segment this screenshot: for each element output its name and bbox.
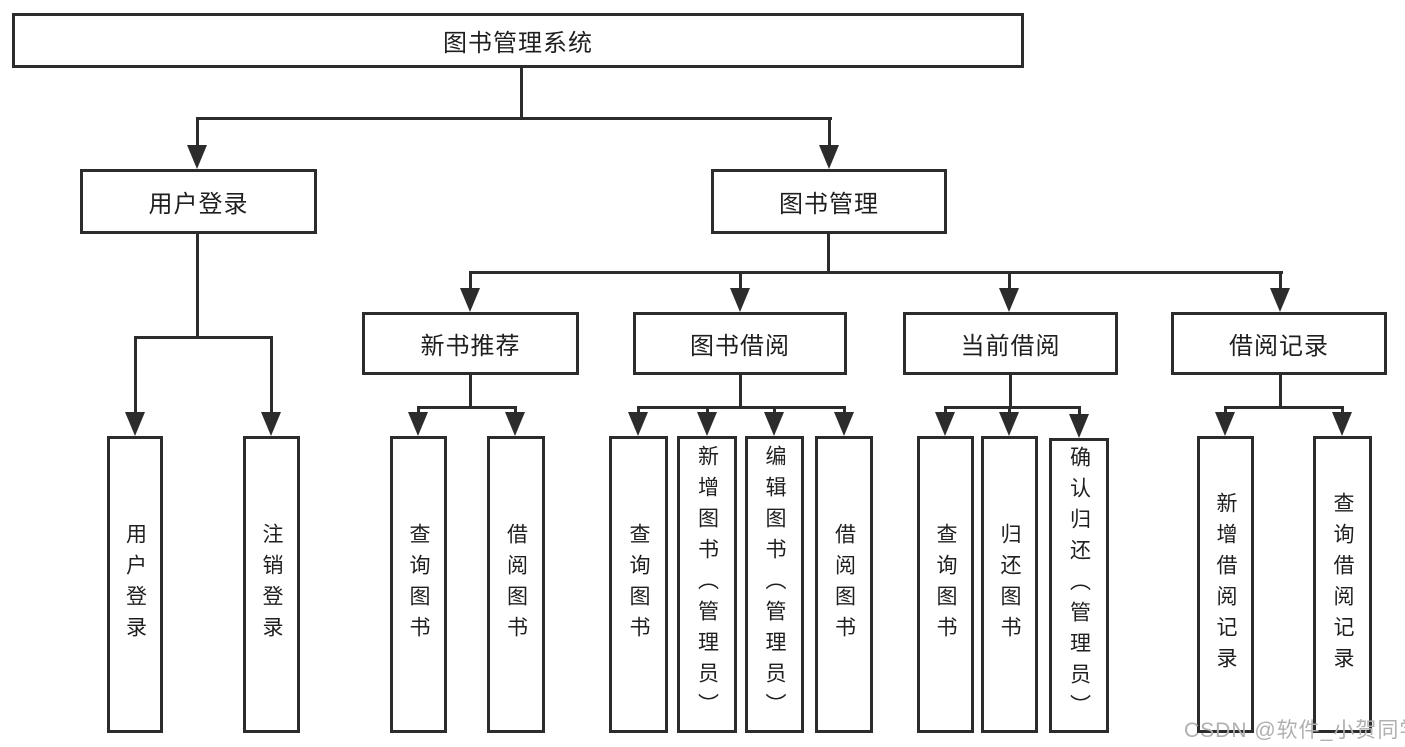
node-current-borrow: 当前借阅 [903,312,1118,375]
edge-shaft [270,336,273,416]
edge-user-login-drop-line [196,234,199,339]
edge-to-user-login-shaft [196,117,199,147]
edge-shaft [1078,406,1081,416]
leaf-query-borrow-record: 查询借阅记录 [1313,436,1372,733]
arrow-down-icon [819,145,839,169]
leaf-query-books: 查询图书 [390,436,447,733]
arrow-down-icon [834,412,854,436]
edge-shaft [706,406,709,416]
leaf-query-books: 查询图书 [917,436,974,733]
edge-shaft [469,271,472,292]
node-label: 新书推荐 [420,333,521,360]
node-label: 用户登录 [148,191,249,218]
arrow-down-icon [1332,412,1352,436]
node-label: 查询图书 [407,522,430,647]
node-label: 借阅图书 [504,522,528,647]
arrow-down-icon [261,412,281,436]
arrow-down-icon [1270,288,1290,312]
node-label: 借阅记录 [1229,333,1329,360]
arrow-down-icon [1069,414,1089,438]
leaf-logout: 注销登录 [243,436,300,733]
leaf-add-books-admin: 新增图书（管理员） [677,436,737,733]
edge-split-line [944,406,1080,409]
arrow-down-icon [764,412,784,436]
node-new-book-recommend: 新书推荐 [362,312,579,375]
edge-user-login-split-line [134,336,273,339]
edge-root-split-line [196,117,832,120]
node-label: 新增图书（管理员） [695,445,719,724]
leaf-borrow-books: 借阅图书 [815,436,873,733]
arrow-down-icon [125,412,145,436]
edge-shaft [1279,271,1282,292]
node-label: 归还图书 [998,522,1021,647]
leaf-borrow-books: 借阅图书 [487,436,545,733]
arrow-down-icon [999,288,1019,312]
node-user-login: 用户登录 [80,169,317,234]
edge-shaft [1341,406,1344,416]
edge-shaft [843,406,846,416]
node-label: 编辑图书（管理员） [763,445,786,724]
edge-drop-line [469,375,472,409]
arrow-down-icon [697,412,717,436]
csdn-watermark: CSDN @软件_小贺同学 [1184,719,1405,742]
arrow-down-icon [187,145,207,169]
edge-shaft [1224,406,1227,416]
arrow-down-icon [628,412,648,436]
edge-book-mgmt-drop-line [827,234,830,274]
edge-shaft [739,271,742,292]
leaf-query-books: 查询图书 [609,436,668,733]
leaf-add-borrow-record: 新增借阅记录 [1197,436,1254,733]
edge-drop-line [1009,375,1012,409]
edge-shaft [637,406,640,416]
edge-shaft [773,406,776,416]
edge-shaft [514,406,517,416]
arrow-down-icon [460,288,480,312]
edge-split-line [1224,406,1344,409]
node-label: 查询图书 [934,522,957,647]
node-label: 借阅图书 [832,522,856,647]
edge-shaft [944,406,947,416]
edge-book-mgmt-split-line [469,271,1283,274]
edge-split-line [418,406,517,409]
node-book-management: 图书管理 [711,169,947,234]
edge-drop-line [1279,375,1282,409]
node-label: 查询借阅记录 [1331,491,1354,678]
node-label: 当前借阅 [960,333,1061,360]
node-label: 确认归还（管理员） [1067,446,1091,725]
arrow-down-icon [935,412,955,436]
edge-drop-line [739,375,742,409]
arrow-down-icon [408,412,428,436]
edge-shaft [134,336,137,416]
node-label: 用户登录 [123,522,147,647]
node-label: 新增借阅记录 [1214,491,1237,678]
edge-shaft [1008,406,1011,416]
arrow-down-icon [505,412,525,436]
node-label: 查询图书 [627,522,650,647]
node-label: 图书管理 [779,191,879,218]
edge-split-line [637,406,845,409]
arrow-down-icon [1215,412,1235,436]
edge-shaft [1008,271,1011,292]
arrow-down-icon [730,288,750,312]
leaf-edit-books-admin: 编辑图书（管理员） [745,436,804,733]
node-label: 注销登录 [260,522,283,647]
edge-shaft [417,406,420,416]
arrow-down-icon [999,412,1019,436]
node-book-borrow: 图书借阅 [633,312,847,375]
leaf-return-books: 归还图书 [981,436,1038,733]
node-label: 图书借阅 [690,333,790,360]
node-library-management-system: 图书管理系统 [12,13,1024,68]
edge-to-book-mgmt-shaft [828,117,831,147]
leaf-user-login: 用户登录 [107,436,163,733]
node-borrow-record: 借阅记录 [1171,312,1387,375]
edge-root-drop-line [520,67,523,120]
leaf-confirm-return-admin: 确认归还（管理员） [1049,438,1109,733]
node-label: 图书管理系统 [443,30,593,57]
